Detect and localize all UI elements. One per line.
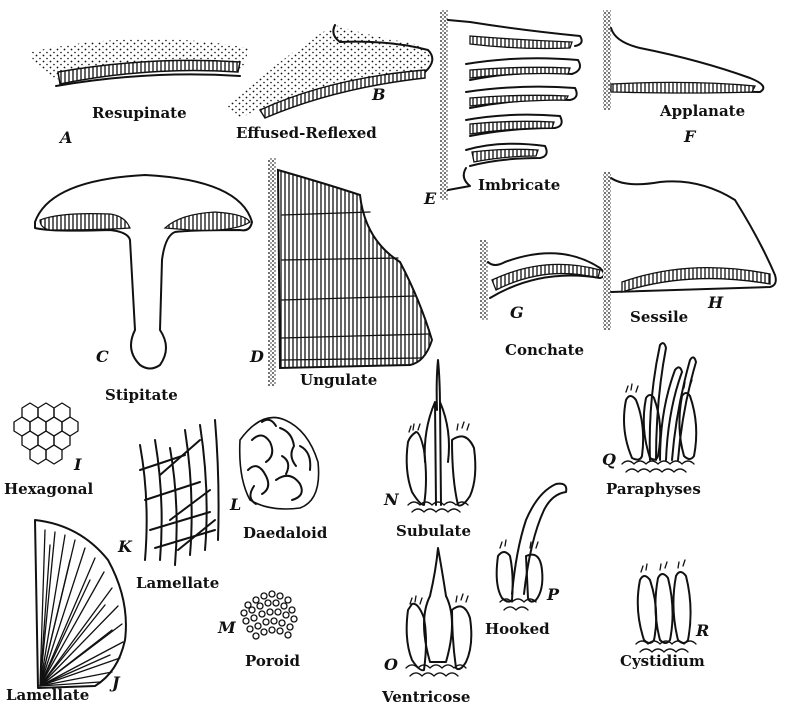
label-hexagonal: Hexagonal — [4, 480, 93, 498]
letter-n: N — [383, 490, 400, 509]
drawing-subulate — [407, 360, 476, 512]
letter-m: M — [217, 618, 237, 637]
letter-k: K — [117, 537, 133, 556]
label-conchate: Conchate — [505, 341, 584, 359]
drawing-stipitate — [35, 175, 252, 369]
letter-e: E — [423, 189, 437, 208]
letter-b: B — [371, 85, 386, 104]
drawing-daedaloid — [240, 418, 319, 510]
letter-h: H — [707, 293, 724, 312]
label-lamellate-j: Lamellate — [6, 686, 89, 704]
letter-r: R — [695, 621, 709, 640]
label-cystidium: Cystidium — [620, 652, 705, 670]
letter-q: Q — [602, 450, 616, 469]
drawing-lamellate-fan — [35, 520, 126, 688]
label-subulate: Subulate — [396, 522, 471, 540]
letter-j: J — [109, 673, 121, 692]
letter-f: F — [683, 127, 697, 146]
label-ungulate: Ungulate — [300, 371, 377, 389]
drawing-conchate — [480, 240, 604, 320]
label-lamellate-k: Lamellate — [136, 574, 219, 592]
label-stipitate: Stipitate — [105, 386, 178, 404]
letter-a: A — [58, 128, 72, 147]
label-applanate: Applanate — [659, 102, 745, 120]
drawing-hexagonal — [14, 403, 78, 464]
drawing-poroid — [241, 591, 297, 639]
label-sessile: Sessile — [630, 308, 688, 326]
label-poroid: Poroid — [245, 652, 300, 670]
label-paraphyses: Paraphyses — [606, 480, 701, 498]
label-ventricose: Ventricose — [381, 688, 470, 706]
label-hooked: Hooked — [485, 620, 550, 638]
letter-i: I — [73, 455, 82, 474]
drawing-ungulate — [268, 158, 432, 386]
drawing-lamellate-branching — [140, 420, 219, 565]
letter-l: L — [229, 495, 241, 514]
letter-c: C — [96, 347, 109, 366]
letter-g: G — [510, 303, 524, 322]
drawing-effused-reflexed — [225, 25, 432, 118]
drawing-applanate — [603, 10, 763, 110]
drawing-imbricate — [440, 10, 582, 200]
label-imbricate: Imbricate — [478, 176, 560, 194]
label-daedaloid: Daedaloid — [243, 524, 328, 542]
letter-o: O — [384, 655, 398, 674]
label-effused-reflexed: Effused-Reflexed — [236, 124, 377, 142]
drawing-paraphyses — [622, 343, 696, 472]
letter-p: P — [546, 585, 560, 604]
drawing-cystidium — [636, 560, 696, 652]
drawing-sessile — [603, 172, 776, 330]
drawing-ventricose — [406, 548, 471, 676]
drawing-resupinate — [30, 39, 248, 86]
label-resupinate: Resupinate — [92, 104, 187, 122]
letter-d: D — [249, 347, 264, 366]
